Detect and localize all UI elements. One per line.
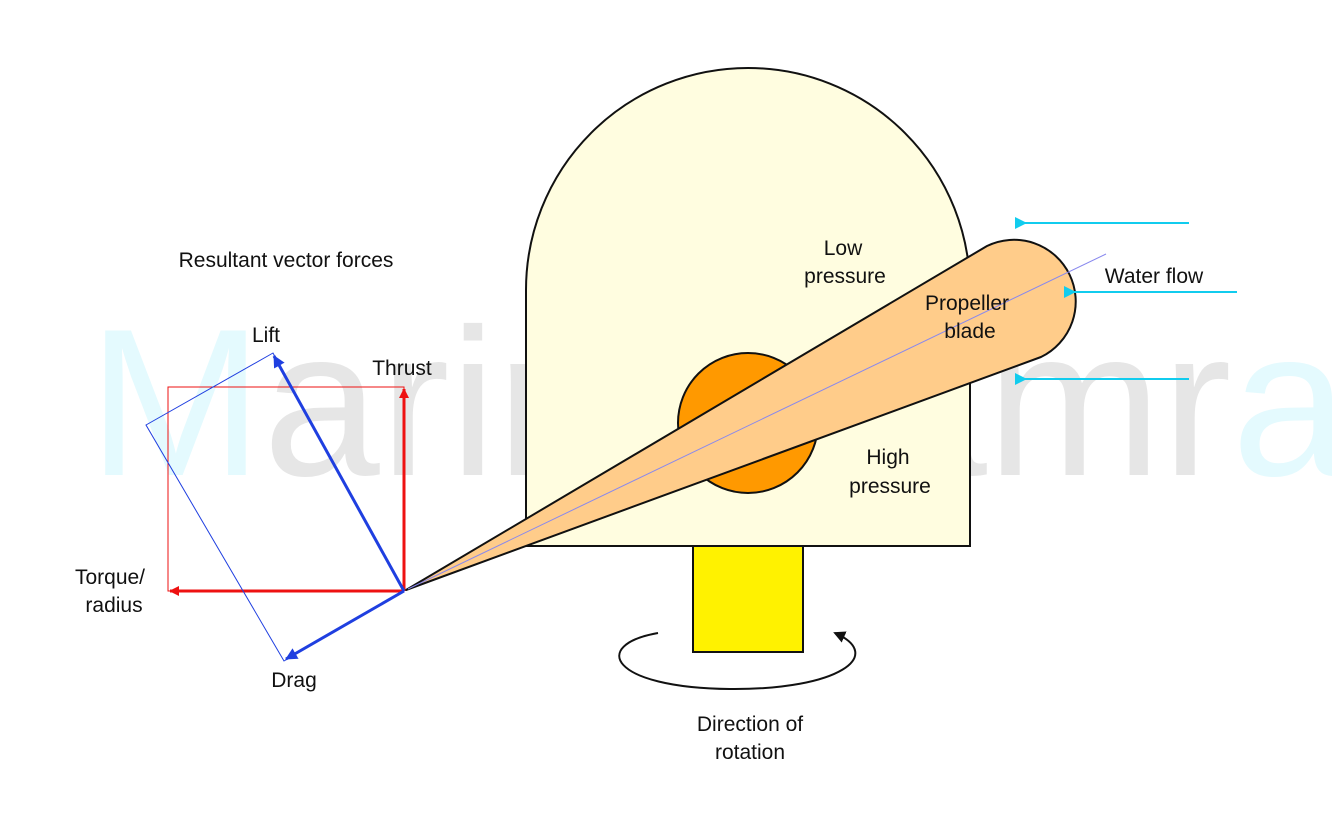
rotation-direction-arrow: [618, 631, 857, 691]
high-pressure-label-line2: pressure: [849, 475, 931, 498]
rotation-label-line2: rotation: [715, 741, 785, 764]
watermark-suffix: aj: [1232, 285, 1332, 520]
drag-arrow: [285, 589, 405, 661]
lift-label: Lift: [252, 324, 280, 347]
torque-label-line1: Torque/: [75, 566, 145, 589]
hull-body: [525, 67, 971, 547]
high-pressure-label-line1: High: [866, 446, 909, 469]
thrust-label: Thrust: [372, 357, 432, 380]
rotation-label-line1: Direction of: [697, 713, 803, 736]
blade-axis-line: [407, 253, 1107, 590]
low-pressure-label-line1: Low: [824, 237, 863, 260]
water-flow-label: Water flow: [1105, 265, 1204, 288]
torque-label-line2: radius: [85, 594, 142, 617]
low-pressure-label-line2: pressure: [804, 265, 886, 288]
propeller-blade: [405, 238, 1077, 591]
watermark-prefix: M: [88, 285, 263, 520]
resultant-vector-forces-label: Resultant vector forces: [179, 249, 394, 272]
propeller-shaft: [692, 545, 804, 653]
drag-label: Drag: [271, 669, 317, 692]
propeller-blade-label-line1: Propeller: [925, 292, 1009, 315]
lift-arrow: [272, 355, 406, 592]
propeller-blade-label-line2: blade: [944, 320, 995, 343]
